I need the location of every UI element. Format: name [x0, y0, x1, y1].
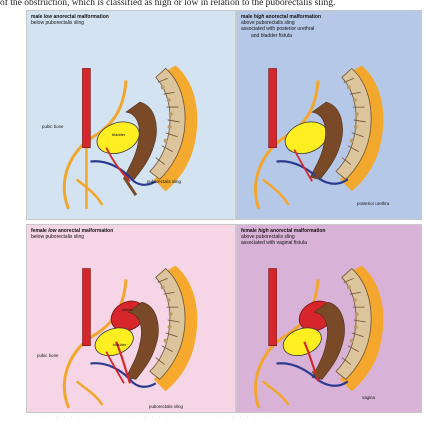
panel-male-high: male high anorectal malformation above p… — [236, 10, 422, 220]
male-low-anatomy-illustration — [62, 64, 198, 210]
caption-bottom-faint: . . . . . . . . . . . . . . . . . . . . … — [12, 414, 280, 420]
male-high-anatomy-illustration — [254, 65, 384, 210]
female-low-anatomy-illustration — [63, 265, 198, 409]
label-posterior-urethra: posterior urethra — [357, 201, 390, 206]
label-vagina: vagina — [362, 395, 375, 400]
label-bladder: bladder — [112, 132, 126, 137]
female-low-title: female low anorectal malformation below … — [31, 228, 114, 241]
male-high-title: male high anorectal malformation above p… — [241, 14, 322, 39]
label-puborectalis-sling: puborectalis sling — [147, 179, 181, 184]
caption-top: of the obstruction, which is classified … — [0, 0, 336, 8]
female-high-anatomy-illustration — [254, 265, 384, 409]
label-puborectalis-sling: puborectalis sling — [149, 404, 183, 409]
panel-female-high: female high anorectal malformation above… — [236, 224, 422, 413]
female-high-title: female high anorectal malformation above… — [241, 228, 326, 247]
label-pubic-bone: pubic bone — [42, 124, 64, 129]
male-low-title: male low anorectal malformation below pu… — [31, 14, 109, 27]
panel-male-low: male low anorectal malformation below pu… — [26, 10, 236, 220]
label-uterus: uterus — [122, 307, 134, 312]
label-pubic-bone: pubic bone — [37, 353, 59, 358]
panel-female-low: female low anorectal malformation below … — [26, 224, 236, 413]
label-bladder: bladder — [113, 342, 127, 347]
